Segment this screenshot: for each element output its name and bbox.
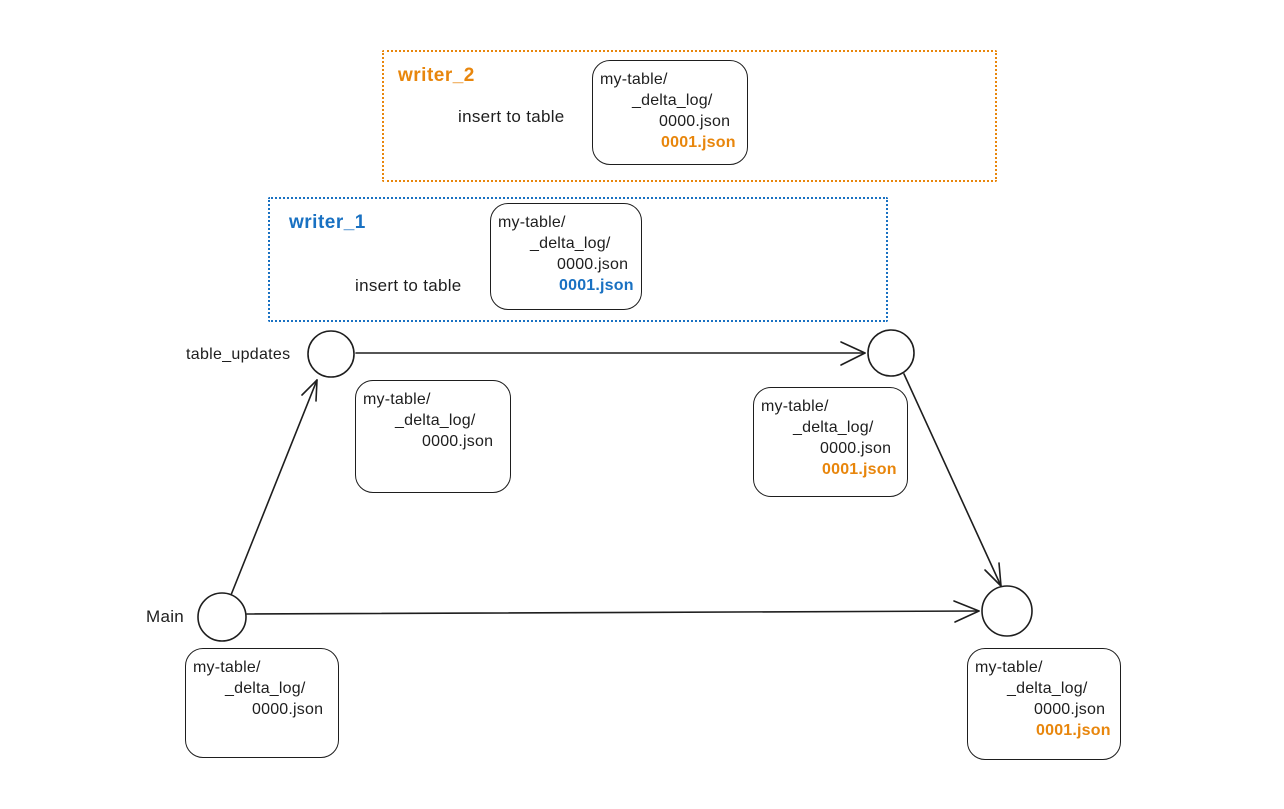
arrowhead-down-icon [984, 562, 1002, 587]
branch-out-arrow [230, 379, 318, 596]
commit-node-main-start [197, 592, 247, 642]
main-branch-line [246, 610, 980, 615]
arrowhead-right-icon [840, 341, 866, 366]
merge-arrow [903, 373, 1002, 587]
commit-node-main-end [981, 585, 1033, 637]
arrowhead-up-icon [301, 379, 318, 402]
commit-node-table-updates-end [867, 329, 915, 377]
arrowhead-right-icon [953, 600, 980, 623]
commit-node-table-updates-start [307, 330, 355, 378]
